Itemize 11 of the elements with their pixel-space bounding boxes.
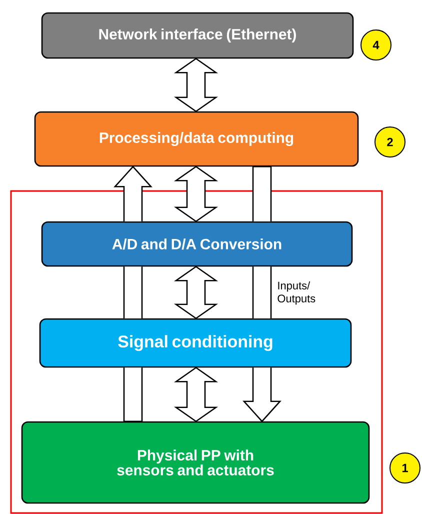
callout-number: 4 [360, 30, 392, 60]
layer-box: Physical PP with sensors and actuators [21, 421, 370, 504]
layer-box: Processing/data computing [34, 111, 359, 167]
layer-box: Signal conditioning [39, 318, 352, 368]
callout-number: 1 [390, 452, 420, 484]
callout-number: 2 [374, 126, 406, 158]
frame [10, 190, 383, 514]
block-arrow [242, 166, 282, 422]
layer-box: A/D and D/A Conversion [41, 221, 353, 267]
edge-label: Inputs/ Outputs [278, 281, 316, 305]
layer-box: Network interface (Ethernet) [41, 12, 354, 59]
